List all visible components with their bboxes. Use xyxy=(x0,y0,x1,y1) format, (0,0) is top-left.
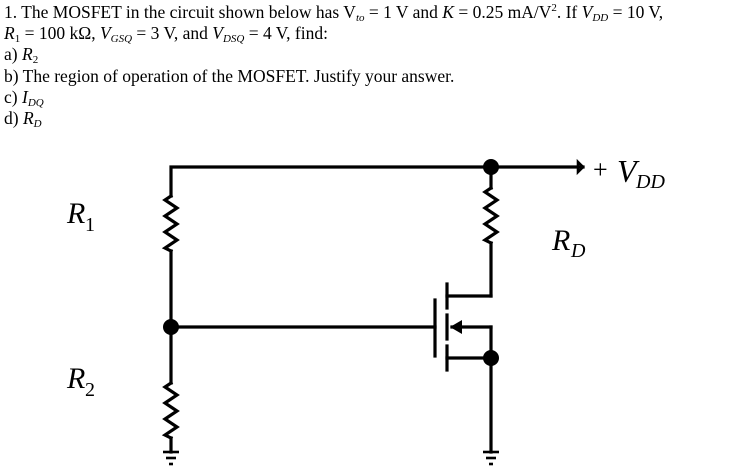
r1-value: = 100 kΩ, xyxy=(20,23,100,44)
k-symbol: K xyxy=(442,2,454,22)
r1-resistor xyxy=(161,193,180,254)
r1-symbol: R xyxy=(4,23,15,44)
vdd-symbol: V xyxy=(581,2,593,22)
vdsq-subscript: DSQ xyxy=(222,33,245,46)
vgsq-subscript: GSQ xyxy=(110,33,133,46)
supply-arrow-icon xyxy=(576,158,585,176)
part-c: c) IDQ xyxy=(4,86,44,109)
supply-plus-sign: + xyxy=(593,155,608,184)
k-value: = 0.25 mA/V xyxy=(453,2,552,22)
problem-line-2: R1 = 100 kΩ, VGSQ = 3 V, and VDSQ = 4 V,… xyxy=(4,23,728,46)
problem-line-1: 1. The MOSFET in the circuit shown below… xyxy=(4,2,728,24)
part-a: a) R2 xyxy=(4,44,39,67)
rd-resistor xyxy=(481,185,500,246)
vdsq-value: = 4 V, find: xyxy=(244,23,328,44)
vto-subscript: to xyxy=(355,12,365,24)
rd-label-subscript: D xyxy=(570,240,586,262)
r2-label-symbol: R xyxy=(66,362,85,395)
part-b: b) The region of operation of the MOSFET… xyxy=(4,65,455,86)
supply-label-subscript: DD xyxy=(635,171,665,193)
body-arrow-icon xyxy=(450,320,462,334)
if-text: . If xyxy=(556,2,582,22)
r1-label-symbol: R xyxy=(66,197,85,230)
right-ground-icon xyxy=(483,450,499,466)
rd-label-symbol: R xyxy=(551,224,570,257)
vdd-subscript: DD xyxy=(592,12,609,24)
part-d: d) RD xyxy=(4,108,42,131)
intro-text: 1. The MOSFET in the circuit shown below… xyxy=(4,2,356,22)
vto-value: = 1 V and xyxy=(364,2,443,22)
vgsq-value: = 3 V, and xyxy=(132,23,213,44)
r1-subscript: 1 xyxy=(14,33,21,46)
nmos-transistor xyxy=(433,282,493,372)
vgsq-symbol: V xyxy=(99,23,111,44)
r1-label-subscript: 1 xyxy=(85,214,95,236)
r2-resistor xyxy=(161,380,180,441)
r2-label-subscript: 2 xyxy=(85,379,95,401)
vdsq-symbol: V xyxy=(212,23,223,44)
k-unit-exponent: 2 xyxy=(551,2,557,14)
vdd-value: = 10 V, xyxy=(608,2,664,22)
supply-label-symbol: V xyxy=(617,153,640,189)
problem-statement: 1. The MOSFET in the circuit shown below… xyxy=(4,2,728,131)
supply-rail-wire xyxy=(169,165,585,198)
left-ground-icon xyxy=(163,450,179,466)
